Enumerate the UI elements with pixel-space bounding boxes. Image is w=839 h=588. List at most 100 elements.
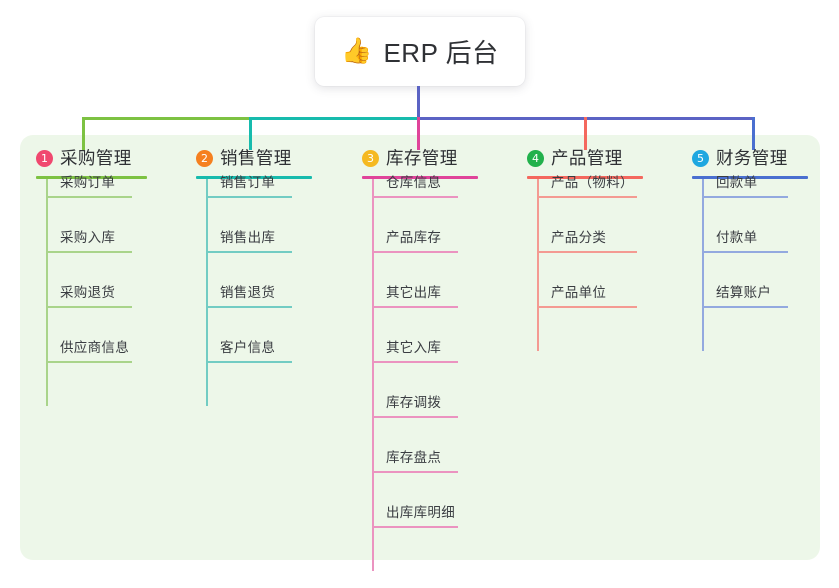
leaf-item-label: 采购退货 (60, 285, 116, 300)
drop-line-5 (752, 117, 755, 150)
leaf-item[interactable]: 采购退货 (36, 253, 152, 308)
column-title-1: 采购管理 (60, 148, 132, 168)
leaf-item-underline (702, 196, 788, 198)
leaf-item[interactable]: 回款单 (692, 143, 808, 198)
leaf-item[interactable]: 采购入库 (36, 198, 152, 253)
leaf-item-label: 其它入库 (386, 340, 442, 355)
drop-line-3 (417, 117, 420, 150)
column-title-3: 库存管理 (386, 148, 458, 168)
leaf-item[interactable]: 产品单位 (527, 253, 657, 308)
leaf-item[interactable]: 其它出库 (362, 253, 478, 308)
leaf-item-underline (206, 361, 292, 363)
leaf-item-underline (206, 196, 292, 198)
trunk-line (417, 86, 420, 117)
number-badge-5: 5 (692, 150, 709, 167)
leaf-item-underline (46, 251, 132, 253)
drop-line-2 (249, 117, 252, 150)
column-title-5: 财务管理 (716, 148, 788, 168)
leaf-item-label: 产品库存 (386, 230, 442, 245)
leaf-item-label: 库存调拨 (386, 395, 442, 410)
column-underline-3 (362, 176, 478, 179)
leaf-item-label: 结算账户 (716, 285, 772, 300)
leaf-item-underline (206, 251, 292, 253)
column-underline-5 (692, 176, 808, 179)
number-badge-4: 4 (527, 150, 544, 167)
leaf-item-underline (702, 306, 788, 308)
leaf-item-underline (372, 526, 458, 528)
leaf-item-underline (537, 196, 637, 198)
leaf-item-label: 出库库明细 (386, 505, 455, 520)
bus-segment-1 (82, 117, 250, 120)
column-header-5[interactable]: 5 财务管理 (692, 145, 808, 185)
leaf-item-underline (537, 251, 637, 253)
leaf-item-underline (372, 471, 458, 473)
leaf-item[interactable]: 供应商信息 (36, 308, 152, 363)
column-underline-2 (196, 176, 312, 179)
number-badge-2: 2 (196, 150, 213, 167)
leaf-item[interactable]: 库存调拨 (362, 363, 478, 418)
column-header-4[interactable]: 4 产品管理 (527, 145, 657, 185)
leaf-item[interactable]: 仓库信息 (362, 143, 478, 198)
number-badge-1: 1 (36, 150, 53, 167)
leaf-item[interactable]: 销售退货 (196, 253, 312, 308)
root-title: ERP 后台 (383, 38, 499, 68)
leaf-item[interactable]: 客户信息 (196, 308, 312, 363)
leaf-item-underline (372, 196, 458, 198)
leaf-item-underline (702, 251, 788, 253)
column-spine-1 (46, 179, 48, 406)
content-panel (20, 135, 820, 560)
leaf-item-label: 仓库信息 (386, 175, 442, 190)
leaf-item-underline (46, 306, 132, 308)
leaf-item-label: 产品单位 (551, 285, 607, 300)
root-node-card[interactable]: 👍 ERP 后台 (315, 17, 525, 86)
leaf-item[interactable]: 采购订单 (36, 143, 152, 198)
column-spine-5 (702, 179, 704, 351)
leaf-item-label: 销售出库 (220, 230, 276, 245)
column-5: 5 财务管理回款单付款单结算账户 (692, 145, 808, 351)
bus-segment-2 (249, 117, 418, 120)
leaf-item-label: 供应商信息 (60, 340, 129, 355)
leaf-item[interactable]: 结算账户 (692, 253, 808, 308)
leaf-item[interactable]: 产品（物料） (527, 143, 657, 198)
leaf-item-label: 销售订单 (220, 175, 276, 190)
column-spine-4 (537, 179, 539, 351)
leaf-item-underline (372, 416, 458, 418)
column-4: 4 产品管理产品（物料） 产品分类产品单位 (527, 145, 657, 351)
leaf-item[interactable]: 付款单 (692, 198, 808, 253)
leaf-item-label: 采购入库 (60, 230, 116, 245)
leaf-item[interactable]: 销售出库 (196, 198, 312, 253)
leaf-item-label: 销售退货 (220, 285, 276, 300)
leaf-item-label: 采购订单 (60, 175, 116, 190)
leaf-item-label: 产品分类 (551, 230, 607, 245)
leaf-item[interactable]: 销售订单 (196, 143, 312, 198)
column-title-2: 销售管理 (220, 148, 292, 168)
column-header-1[interactable]: 1 采购管理 (36, 145, 152, 185)
leaf-item[interactable]: 产品分类 (527, 198, 657, 253)
leaf-item[interactable]: 其它入库 (362, 308, 478, 363)
leaf-item-underline (206, 306, 292, 308)
leaf-item-label: 产品（物料） (551, 175, 634, 190)
column-1: 1 采购管理采购订单采购入库采购退货供应商信息 (36, 145, 152, 406)
number-badge-3: 3 (362, 150, 379, 167)
leaf-item[interactable]: 库存盘点 (362, 418, 478, 473)
column-underline-4 (527, 176, 643, 179)
drop-line-4 (584, 117, 587, 150)
leaf-item-underline (537, 306, 637, 308)
column-spine-3 (372, 179, 374, 571)
leaf-item-underline (372, 306, 458, 308)
leaf-item-label: 其它出库 (386, 285, 442, 300)
leaf-item-label: 库存盘点 (386, 450, 442, 465)
column-header-2[interactable]: 2 销售管理 (196, 145, 312, 185)
column-3: 3 库存管理仓库信息产品库存其它出库其它入库库存调拨库存盘点出库库明细 (362, 145, 478, 571)
column-2: 2 销售管理销售订单销售出库销售退货客户信息 (196, 145, 312, 406)
leaf-item-label: 回款单 (716, 175, 758, 190)
drop-line-1 (82, 117, 85, 150)
leaf-item[interactable]: 产品库存 (362, 198, 478, 253)
column-spine-2 (206, 179, 208, 406)
leaf-item-label: 客户信息 (220, 340, 276, 355)
leaf-item[interactable]: 出库库明细 (362, 473, 478, 528)
column-title-4: 产品管理 (551, 148, 623, 168)
column-header-3[interactable]: 3 库存管理 (362, 145, 478, 185)
leaf-item-label: 付款单 (716, 230, 758, 245)
